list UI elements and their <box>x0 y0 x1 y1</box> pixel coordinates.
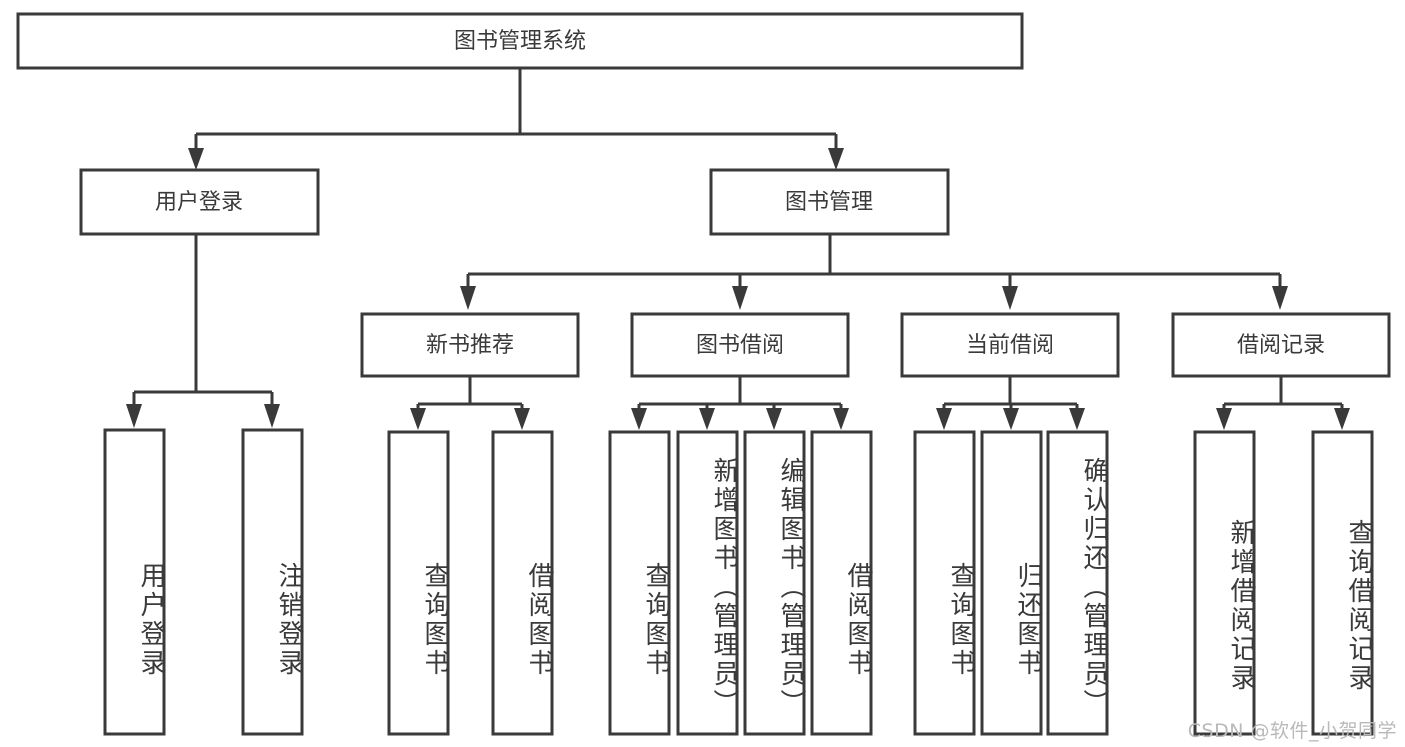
node-book-borrow[interactable]: 图书借阅 <box>630 312 850 378</box>
leaf-box-cb-query-book[interactable] <box>913 430 976 736</box>
arrowhead-br-leaf-2 <box>1334 408 1350 430</box>
node-book-borrow-box[interactable] <box>630 312 850 378</box>
arrowhead-cb-leaf-1 <box>936 408 952 430</box>
connector-layer <box>126 68 1350 430</box>
leaf-box-br-query-record[interactable] <box>1311 430 1374 736</box>
leaf-box-br-add-record[interactable] <box>1193 430 1256 736</box>
arrowhead-bb-leaf-2 <box>699 408 715 430</box>
leaf-box-nb-query-book[interactable] <box>387 430 450 736</box>
arrowhead-bb-leaf-3 <box>766 408 782 430</box>
edge-newbook-bus <box>416 376 524 412</box>
edge-borrow-bus <box>637 376 843 412</box>
edge-root-bus <box>194 68 838 152</box>
node-user-login[interactable]: 用户登录 <box>79 168 320 236</box>
arrowhead-bb-leaf-4 <box>833 408 849 430</box>
leaf-box-logout[interactable] <box>241 428 304 736</box>
edge-userlogin-bus <box>132 234 274 408</box>
node-borrow-record-box[interactable] <box>1171 312 1391 378</box>
node-current-borrow-box[interactable] <box>900 312 1120 378</box>
edge-record-bus <box>1222 376 1344 412</box>
arrowhead-new-book-rec <box>460 286 476 310</box>
node-book-management-label: 图书管理 <box>785 190 873 215</box>
node-borrow-record-label: 借阅记录 <box>1237 333 1325 358</box>
watermark-text: CSDN @软件_小贺同学 <box>1187 720 1397 742</box>
arrowhead-book-mgmt <box>828 148 844 170</box>
leaf-box-cb-return-book[interactable] <box>980 430 1043 736</box>
node-layer: 图书管理系统 用户登录 图书管理 新书推荐 图书借阅 当前 <box>16 12 1391 736</box>
node-book-borrow-label: 图书借阅 <box>696 333 784 358</box>
leaf-box-bb-query-book[interactable] <box>608 430 671 736</box>
leaf-box-nb-borrow-book[interactable] <box>491 430 554 736</box>
node-book-management-box[interactable] <box>709 168 950 236</box>
arrowhead-cb-leaf-3 <box>1069 408 1085 430</box>
node-new-book-recommend-box[interactable] <box>360 312 580 378</box>
arrowhead-leaf-user-login <box>126 404 142 428</box>
node-root-box[interactable] <box>16 12 1024 70</box>
arrowhead-current-borrow <box>1002 286 1018 310</box>
arrowhead-br-leaf-1 <box>1216 408 1232 430</box>
edge-bookmgmt-bus <box>466 234 1282 290</box>
node-borrow-record[interactable]: 借阅记录 <box>1171 312 1391 378</box>
arrowhead-borrow-record <box>1272 286 1288 310</box>
arrowhead-book-borrow <box>732 286 748 310</box>
node-root[interactable]: 图书管理系统 <box>16 12 1024 70</box>
node-new-book-recommend-label: 新书推荐 <box>426 333 514 358</box>
node-new-book-recommend[interactable]: 新书推荐 <box>360 312 580 378</box>
arrowhead-nb-leaf-2 <box>514 408 530 430</box>
node-user-login-label: 用户登录 <box>155 190 243 215</box>
leaf-box-bb-add-book[interactable] <box>676 430 739 736</box>
arrowhead-cb-leaf-2 <box>1003 408 1019 430</box>
node-current-borrow-label: 当前借阅 <box>966 333 1054 358</box>
edge-current-bus <box>942 376 1079 412</box>
arrowhead-nb-leaf-1 <box>410 408 426 430</box>
leaf-box-user-login[interactable] <box>103 428 166 736</box>
arrowhead-bb-leaf-1 <box>631 408 647 430</box>
node-root-label: 图书管理系统 <box>454 29 586 54</box>
node-book-management[interactable]: 图书管理 <box>709 168 950 236</box>
leaf-box-bb-edit-book[interactable] <box>743 430 806 736</box>
arrowhead-user-login <box>188 148 204 170</box>
node-current-borrow[interactable]: 当前借阅 <box>900 312 1120 378</box>
leaf-box-cb-confirm-return[interactable] <box>1046 430 1109 736</box>
arrowhead-leaf-logout <box>264 404 280 428</box>
node-user-login-box[interactable] <box>79 168 320 236</box>
leaf-box-bb-borrow-book[interactable] <box>810 430 873 736</box>
